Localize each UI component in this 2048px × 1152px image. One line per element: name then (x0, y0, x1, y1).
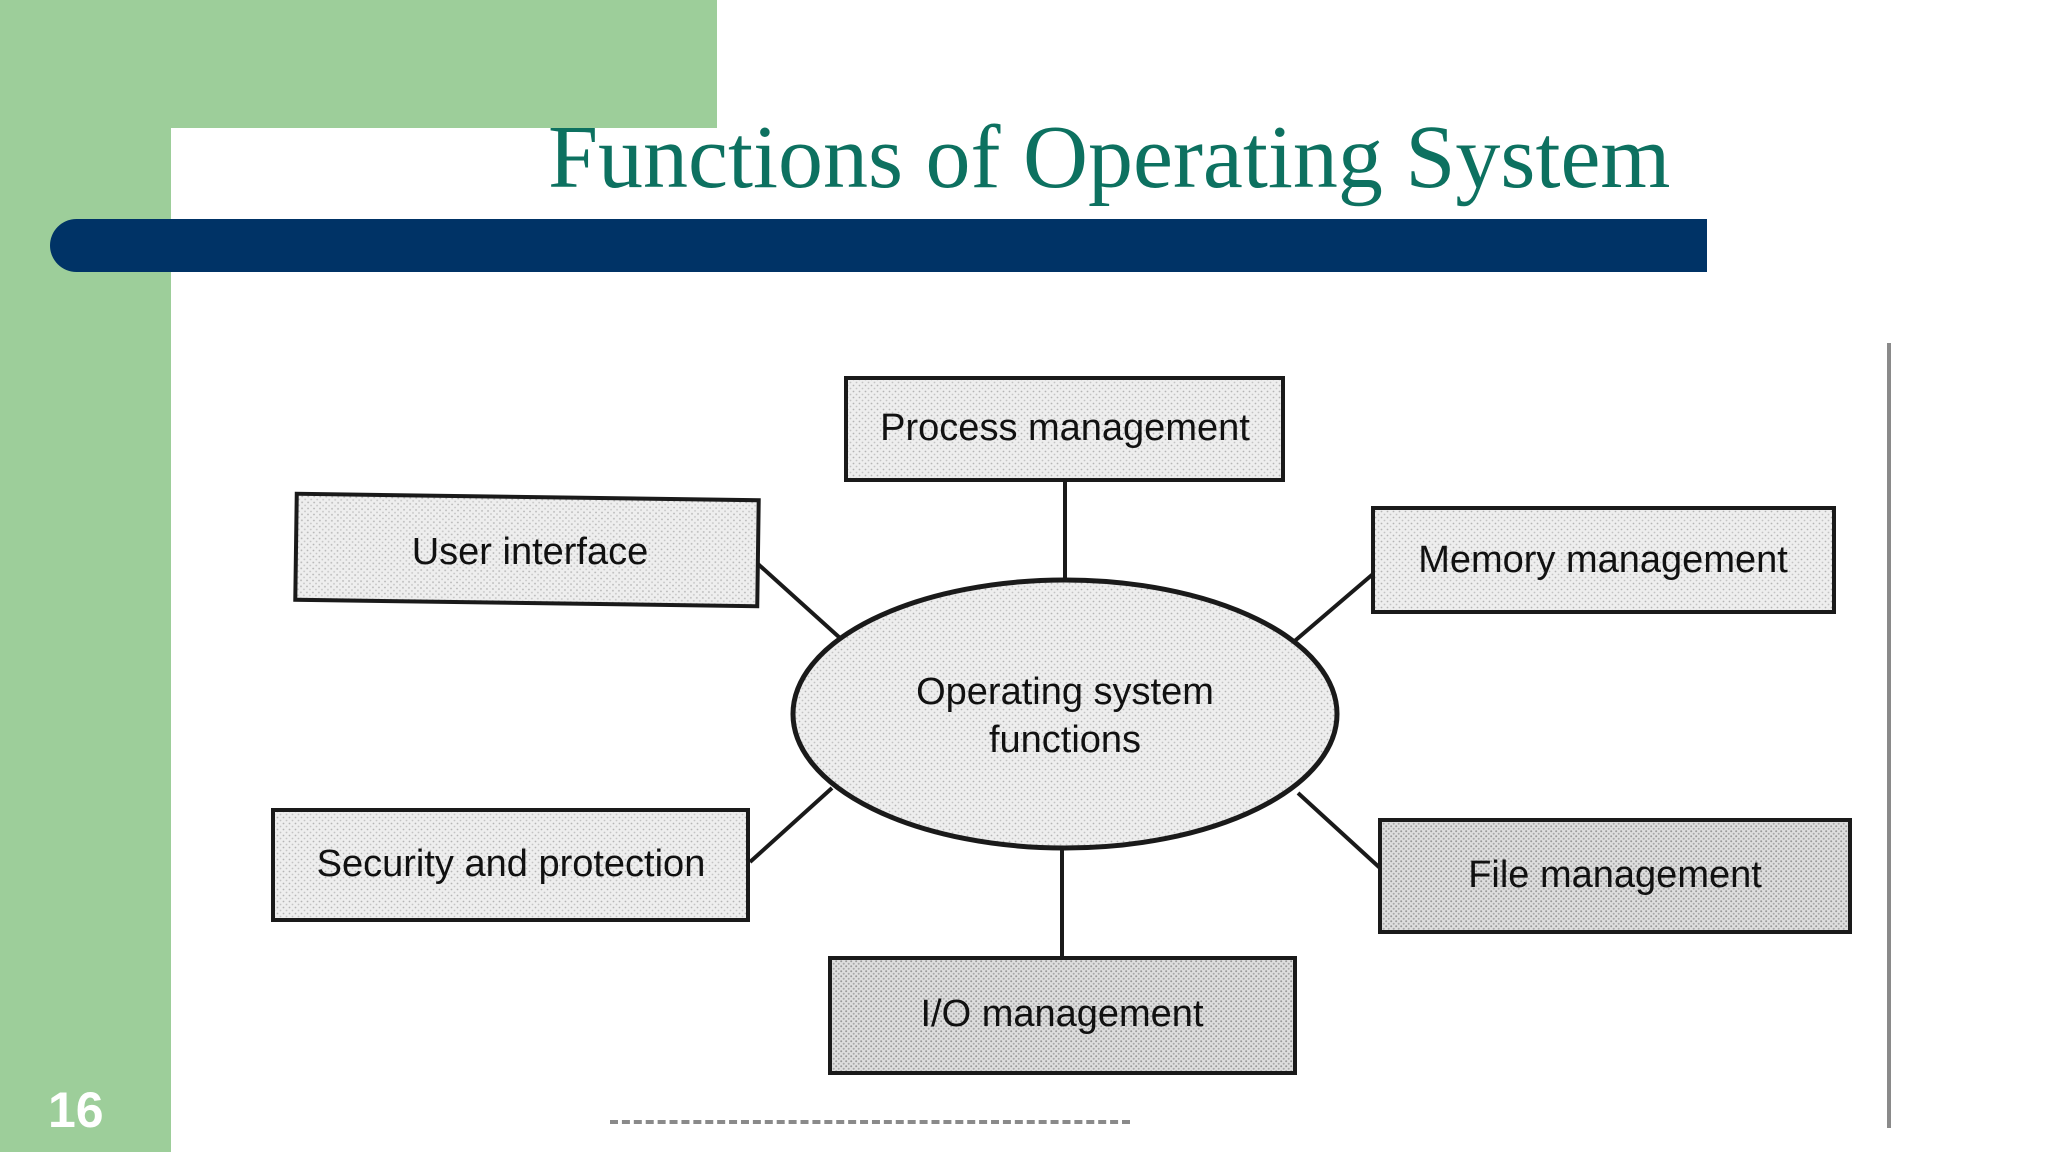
node-user-interface: User interface (293, 491, 761, 609)
connector-memory (1288, 572, 1375, 647)
diagram-right-border (1887, 343, 1891, 1128)
node-io-management: I/O management (828, 956, 1297, 1075)
node-label: Memory management (1418, 539, 1788, 581)
node-label: I/O management (920, 993, 1203, 1035)
title-area-rounded-corner (171, 128, 1711, 228)
connector-user-interface (756, 562, 842, 640)
node-file-management: File management (1378, 818, 1852, 934)
node-label: File management (1468, 854, 1762, 896)
center-label-line2: functions (989, 719, 1141, 761)
top-green-band (0, 0, 717, 128)
node-label: User interface (412, 531, 649, 573)
left-green-band (0, 0, 171, 1152)
node-security-and-protection: Security and protection (271, 808, 750, 922)
center-label-line1: Operating system (916, 671, 1214, 713)
cropped-caption-residue (610, 1120, 1130, 1130)
slide-title: Functions of Operating System (548, 108, 1671, 207)
node-label: Process management (880, 407, 1250, 449)
title-underline-bar (50, 219, 1707, 272)
connector-file (1296, 791, 1382, 870)
node-label: Security and protection (317, 843, 706, 885)
slide-number: 16 (48, 1082, 104, 1138)
connector-security (748, 786, 834, 864)
center-ellipse (790, 577, 1340, 851)
node-process-management: Process management (844, 376, 1285, 482)
node-memory-management: Memory management (1371, 506, 1836, 614)
